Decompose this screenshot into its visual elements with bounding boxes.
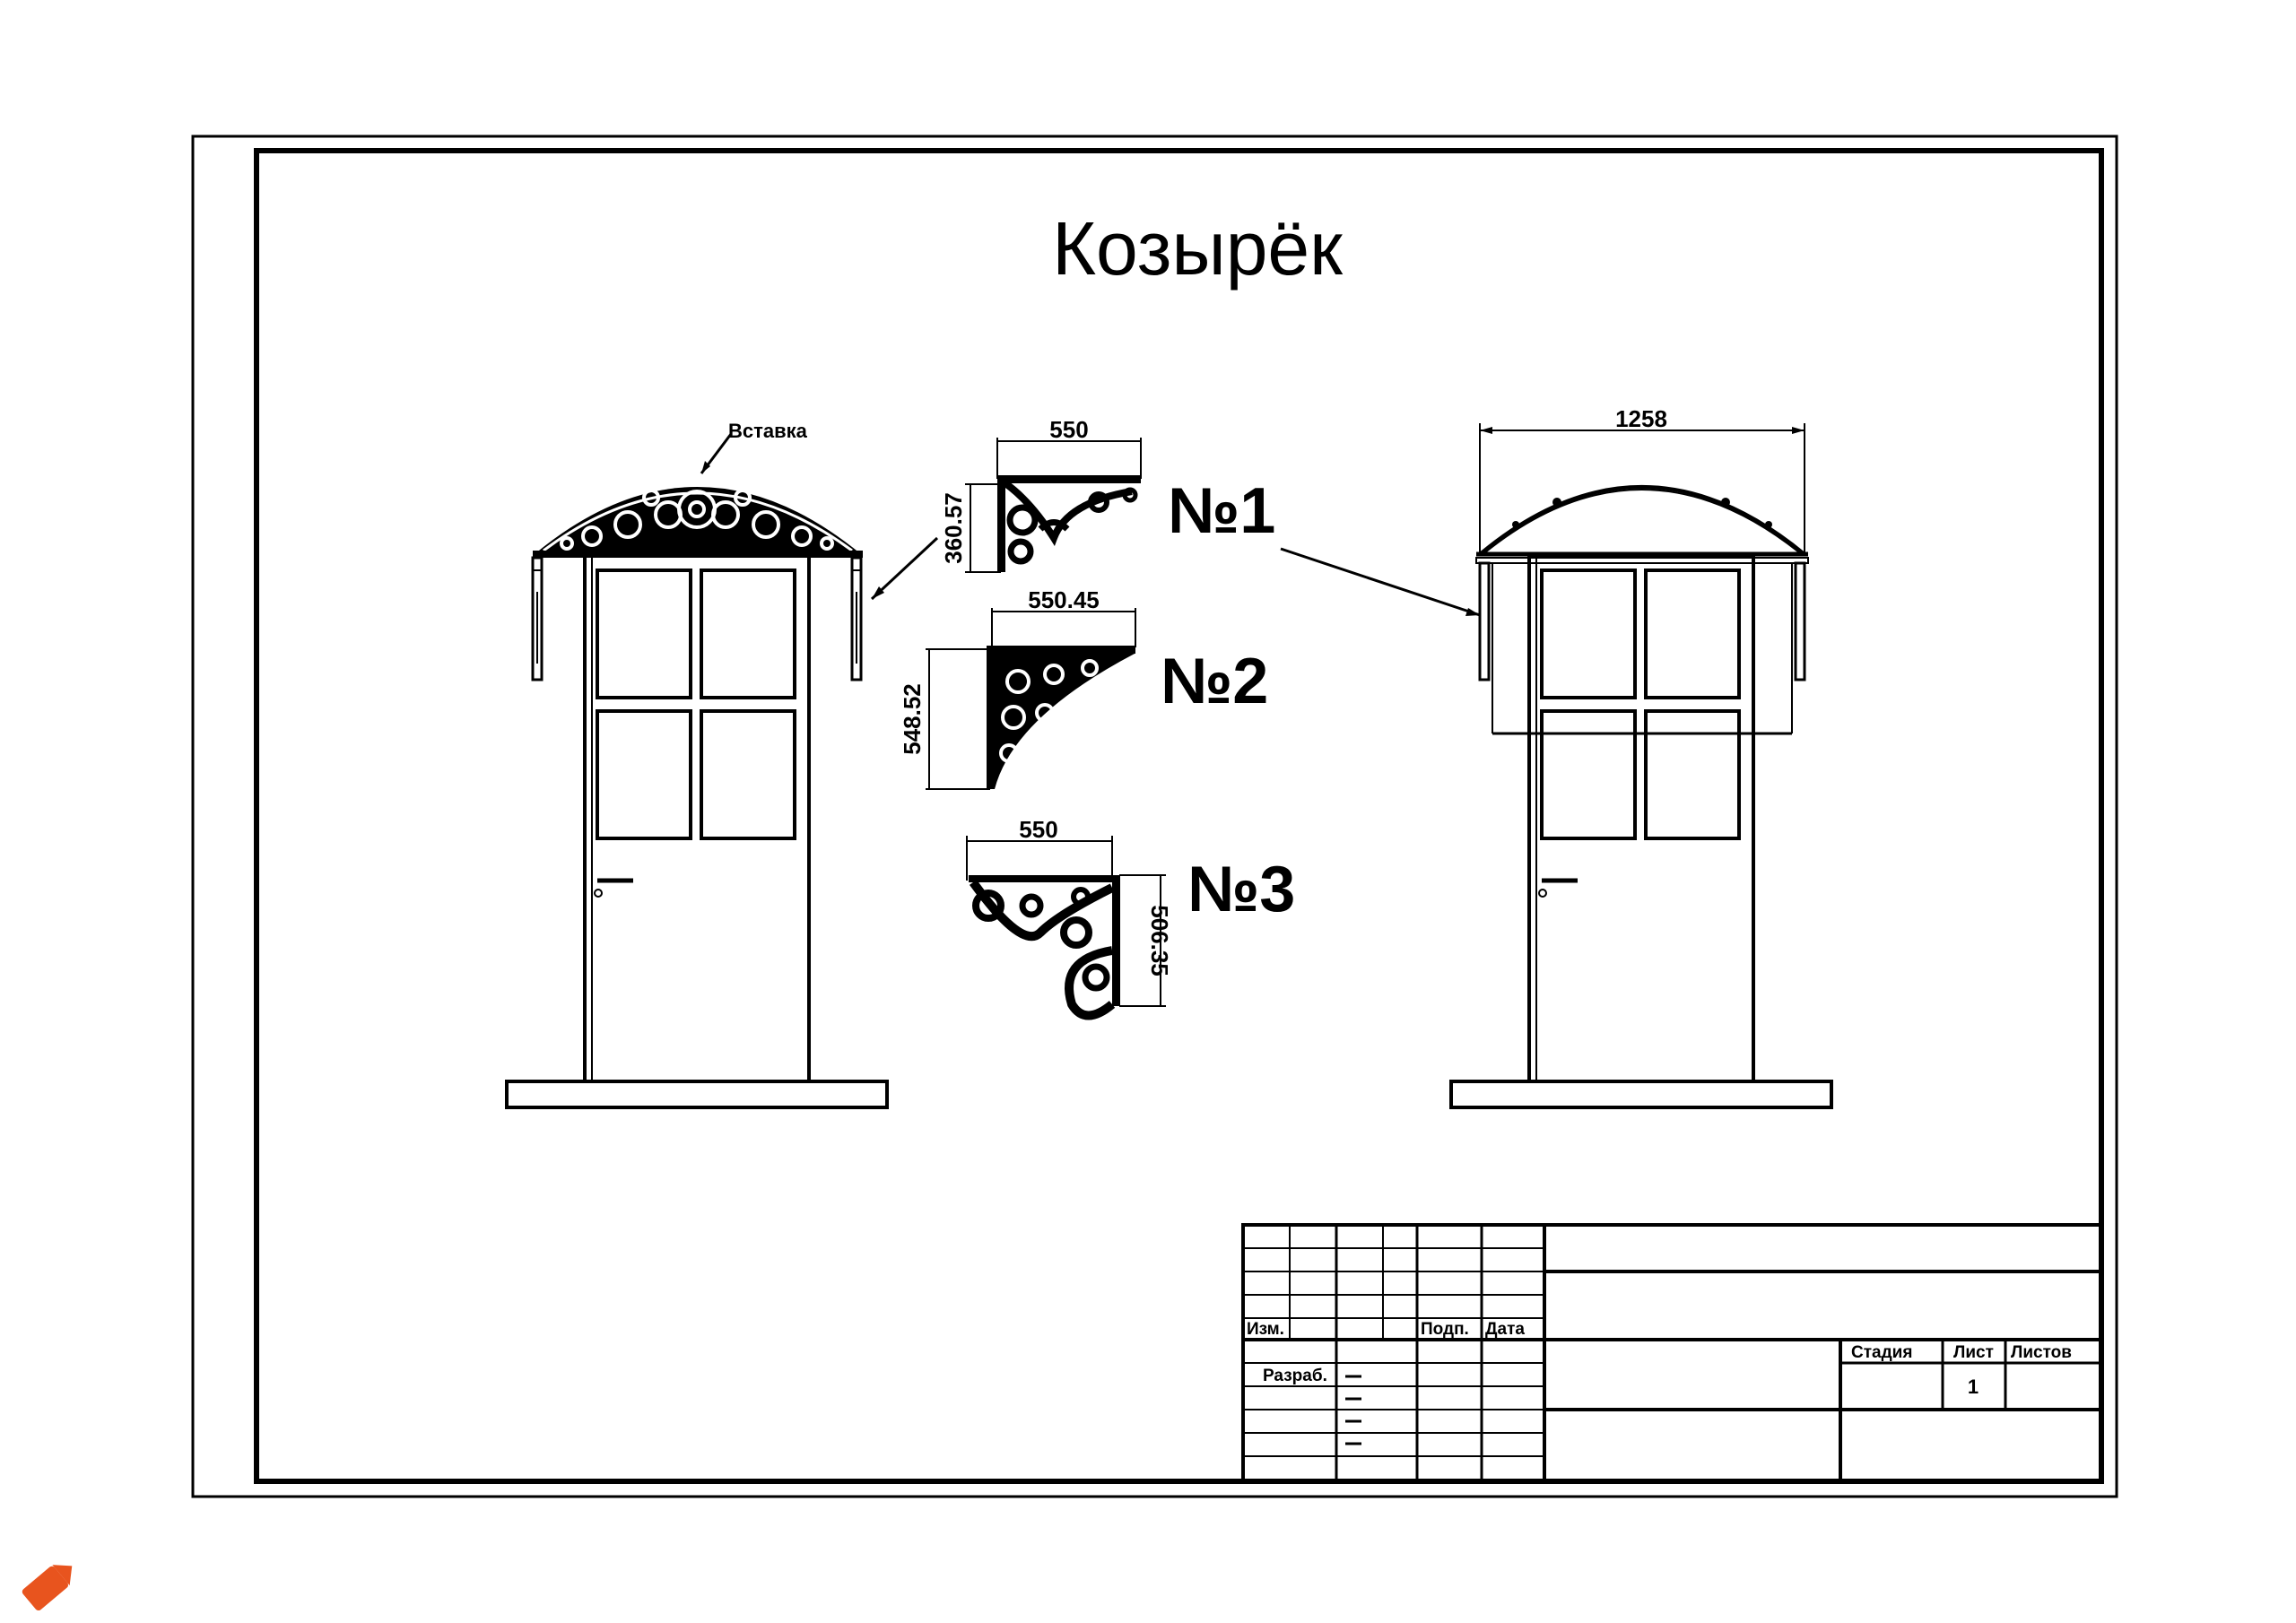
bracket-3: 550 506.35 №3	[966, 816, 1295, 1020]
left-door-frame	[583, 554, 811, 1083]
bracket-2-width: 550.45	[1028, 586, 1100, 613]
bracket-2-label: №2	[1161, 646, 1268, 717]
leader-left	[870, 536, 939, 601]
left-pane	[700, 709, 796, 840]
right-door-view: 1258	[1449, 405, 1833, 1109]
bracket-3-width: 550	[1019, 816, 1057, 843]
right-side-post	[850, 556, 863, 681]
right-view-side-post-right	[1794, 561, 1806, 681]
bracket-2: 550.45 548.52 №2	[899, 586, 1268, 790]
left-pane	[700, 568, 796, 699]
right-pane	[1644, 568, 1741, 699]
bracket-1: 550 360.57 №1	[940, 416, 1275, 573]
bracket-1-label: №1	[1168, 475, 1275, 547]
left-pane	[596, 568, 692, 699]
sheet-frame	[254, 148, 2104, 1484]
tb-izm: Изм.	[1247, 1320, 1284, 1339]
left-canopy-ornament	[560, 489, 834, 551]
sheet-outer-border	[191, 135, 2118, 1498]
tb-podp: Подп.	[1421, 1320, 1469, 1339]
right-pane	[1644, 709, 1741, 840]
left-side-post	[531, 556, 544, 681]
tb-listov: Листов	[2011, 1343, 2072, 1362]
title-block	[1241, 1223, 2103, 1483]
bracket-3-label: №3	[1187, 854, 1295, 925]
tb-list-value: 1	[1968, 1376, 1979, 1398]
tb-razrab: Разраб.	[1263, 1367, 1327, 1385]
right-door-frame	[1527, 554, 1755, 1083]
tb-list: Лист	[1953, 1343, 1994, 1362]
tb-data: Дата	[1485, 1320, 1525, 1339]
right-canopy-arc	[1478, 485, 1806, 556]
insert-callout: Вставка	[700, 420, 808, 474]
left-keyhole	[594, 889, 603, 898]
right-pane	[1540, 568, 1637, 699]
drawing-title: Козырёк	[1052, 206, 1344, 291]
right-view-side-post-left	[1478, 561, 1491, 681]
right-pane	[1540, 709, 1637, 840]
right-width-dim: 1258	[1615, 405, 1667, 432]
tb-stadiya: Стадия	[1851, 1343, 1912, 1362]
leader-right	[1280, 547, 1481, 617]
left-canopy-arc	[535, 487, 861, 554]
left-threshold	[505, 1080, 889, 1109]
bracket-2-height: 548.52	[899, 683, 926, 755]
watermark-logo	[22, 1565, 73, 1611]
left-pane	[596, 709, 692, 840]
right-threshold	[1449, 1080, 1833, 1109]
bracket-1-width: 550	[1049, 416, 1088, 443]
bracket-1-height: 360.57	[940, 492, 967, 564]
bracket-3-height: 506.35	[1146, 905, 1173, 976]
insert-label: Вставка	[728, 420, 808, 442]
left-door-view	[505, 487, 889, 1109]
right-keyhole	[1538, 889, 1547, 898]
